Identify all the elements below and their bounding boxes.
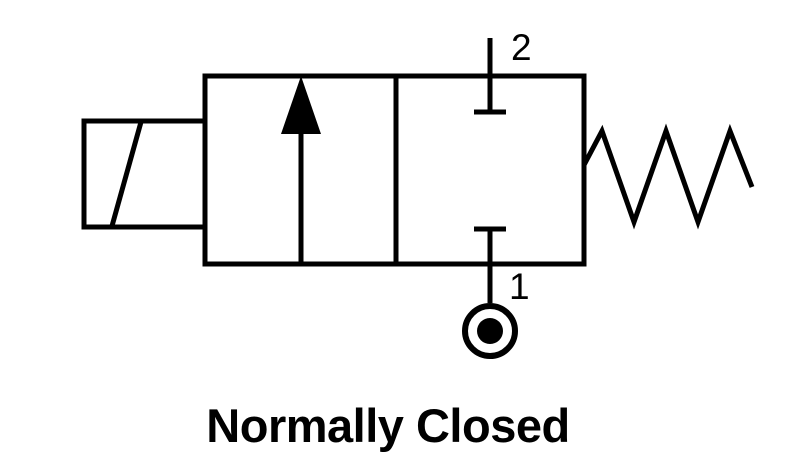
source-dot (477, 318, 503, 344)
spring-return-icon (581, 123, 755, 230)
port-2-label: 2 (511, 27, 532, 68)
source-ring (462, 303, 518, 359)
solenoid-box (81, 118, 208, 230)
flow-arrow-icon (281, 76, 321, 264)
solenoid-coil-icon (81, 118, 208, 230)
arrow-head (281, 76, 321, 134)
port-labels: 2 1 (509, 27, 532, 307)
port-1-label: 1 (509, 266, 530, 307)
schematic-line-group: 2 1 (81, 27, 755, 359)
port-1-blocked-icon (474, 226, 506, 303)
port-2-blocked-icon (474, 38, 506, 115)
solenoid-diagonal (109, 121, 144, 227)
valve-body (202, 73, 587, 267)
pressure-source-icon (462, 303, 518, 359)
diagram-title: Normally Closed (206, 399, 570, 452)
